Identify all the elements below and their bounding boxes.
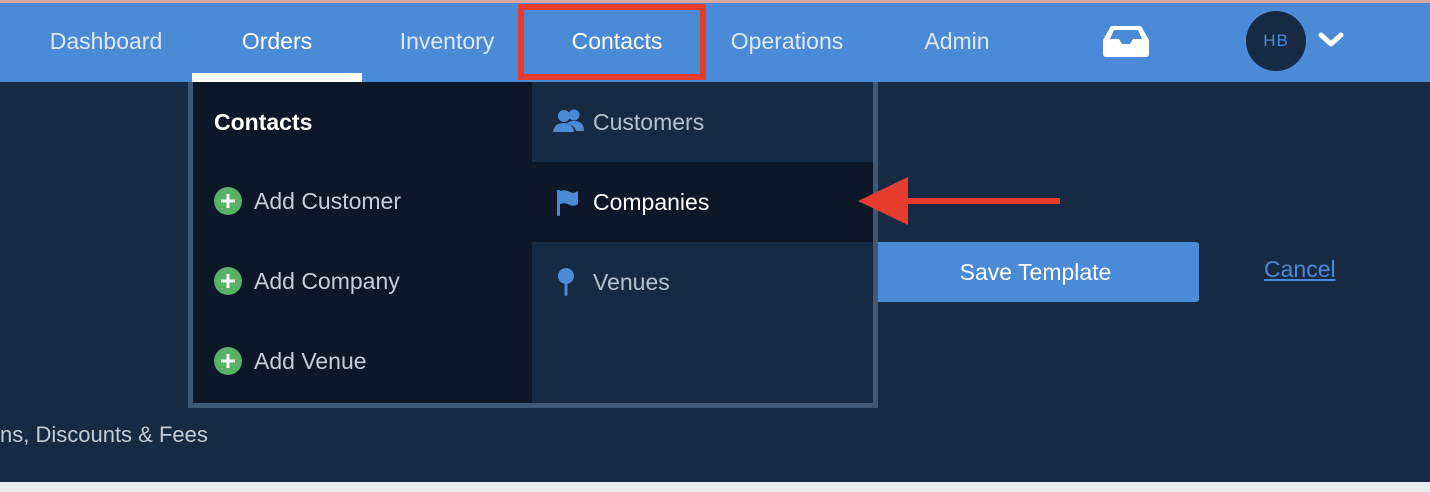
nav-admin[interactable]: Admin [924,27,990,54]
menu-item-venues[interactable]: Venues [532,242,873,322]
add-company-link[interactable]: Add Company [214,261,400,301]
avatar-initials: HB [1263,31,1289,50]
dropdown-actions-panel: Contacts Add Customer Add Company Add Ve… [193,82,532,403]
contacts-dropdown-menu: Contacts Add Customer Add Company Add Ve… [188,82,878,408]
plus-circle-icon [214,347,242,375]
chevron-down-icon[interactable] [1318,30,1344,50]
add-company-label: Add Company [254,267,400,294]
menu-item-customers[interactable]: Customers [532,82,873,162]
top-navigation-bar: Dashboard Orders Inventory Contacts Oper… [0,0,1430,82]
inbox-icon[interactable] [1102,24,1150,58]
companies-label: Companies [593,188,710,215]
add-customer-link[interactable]: Add Customer [214,181,401,221]
plus-circle-icon [214,187,242,215]
section-label-partial: ns, Discounts & Fees [0,422,208,447]
active-tab-indicator [192,73,362,82]
nav-dashboard[interactable]: Dashboard [49,27,163,54]
plus-circle-icon [214,267,242,295]
cancel-link[interactable]: Cancel [1264,256,1336,282]
venues-label: Venues [593,268,670,295]
dropdown-links-panel: Customers Companies Venues [532,82,873,403]
avatar[interactable]: HB [1246,11,1306,71]
add-venue-label: Add Venue [254,347,367,374]
nav-inventory[interactable]: Inventory [399,27,495,54]
customers-label: Customers [593,108,705,135]
contacts-highlight-annotation [518,4,706,80]
users-icon [553,109,584,132]
nav-orders[interactable]: Orders [241,27,313,54]
map-pin-icon [558,268,574,296]
dropdown-heading: Contacts [214,109,313,135]
red-arrow-annotation [858,177,1060,225]
add-customer-label: Add Customer [254,187,402,214]
flag-icon [557,190,578,216]
nav-contacts[interactable]: Contacts [571,27,663,54]
save-template-button[interactable]: Save Template [872,242,1199,302]
nav-operations[interactable]: Operations [730,27,844,54]
bottom-border [0,482,1430,492]
menu-item-companies[interactable]: Companies [532,162,873,242]
add-venue-link[interactable]: Add Venue [214,341,367,381]
